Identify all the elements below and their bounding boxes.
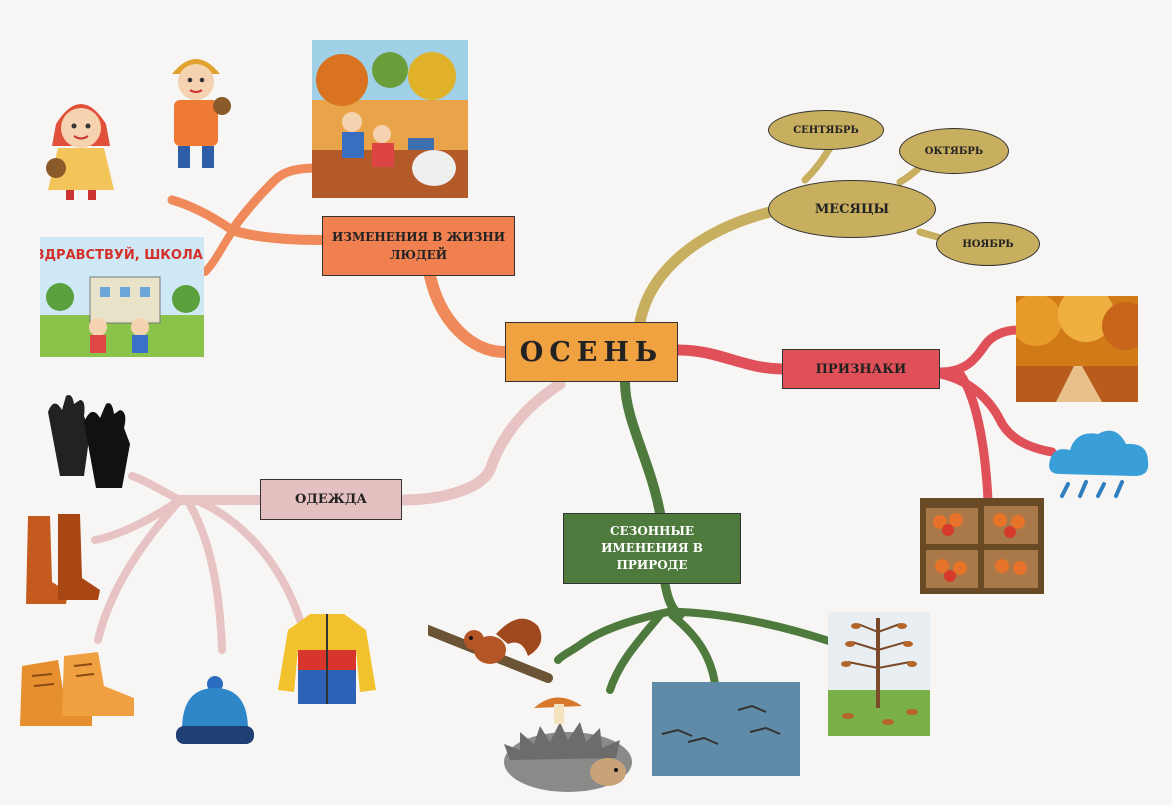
cranes-flight-picture bbox=[652, 682, 800, 776]
gloves-picture bbox=[48, 395, 130, 488]
shoes-picture bbox=[20, 652, 134, 726]
branch-signs: ПРИЗНАКИ bbox=[782, 349, 940, 389]
boots-picture bbox=[26, 514, 100, 604]
jacket-picture bbox=[278, 614, 376, 704]
central-topic: ОСЕНЬ bbox=[505, 322, 678, 382]
boy-picture bbox=[172, 59, 231, 168]
harvest-scene-picture bbox=[312, 40, 468, 198]
rain-cloud-picture bbox=[1049, 430, 1149, 498]
branch-clothes: ОДЕЖДА bbox=[260, 479, 402, 520]
month-september: СЕНТЯБРЬ bbox=[768, 110, 884, 150]
month-october: ОКТЯБРЬ bbox=[899, 128, 1009, 174]
branch-people-changes: ИЗМЕНЕНИЯ В ЖИЗНИ ЛЮДЕЙ bbox=[322, 216, 515, 276]
squirrel-picture bbox=[428, 618, 553, 683]
branch-months: МЕСЯЦЫ bbox=[768, 180, 936, 238]
month-november: НОЯБРЬ bbox=[936, 222, 1040, 266]
school-welcome-picture: ЗДРАВСТВУЙ, ШКОЛА! bbox=[40, 237, 204, 357]
harvest-baskets-picture bbox=[920, 498, 1044, 594]
svg-text:ЗДРАВСТВУЙ, ШКОЛА!: ЗДРАВСТВУЙ, ШКОЛА! bbox=[40, 247, 204, 263]
autumn-park-picture bbox=[1016, 296, 1138, 402]
hedgehog-picture bbox=[504, 697, 632, 792]
branch-nature-changes: СЕЗОННЫЕ ИМЕНЕНИЯ В ПРИРОДЕ bbox=[563, 513, 741, 584]
autumn-tree-picture bbox=[828, 612, 930, 736]
hat-picture bbox=[176, 676, 254, 744]
girl-picture bbox=[46, 104, 114, 200]
